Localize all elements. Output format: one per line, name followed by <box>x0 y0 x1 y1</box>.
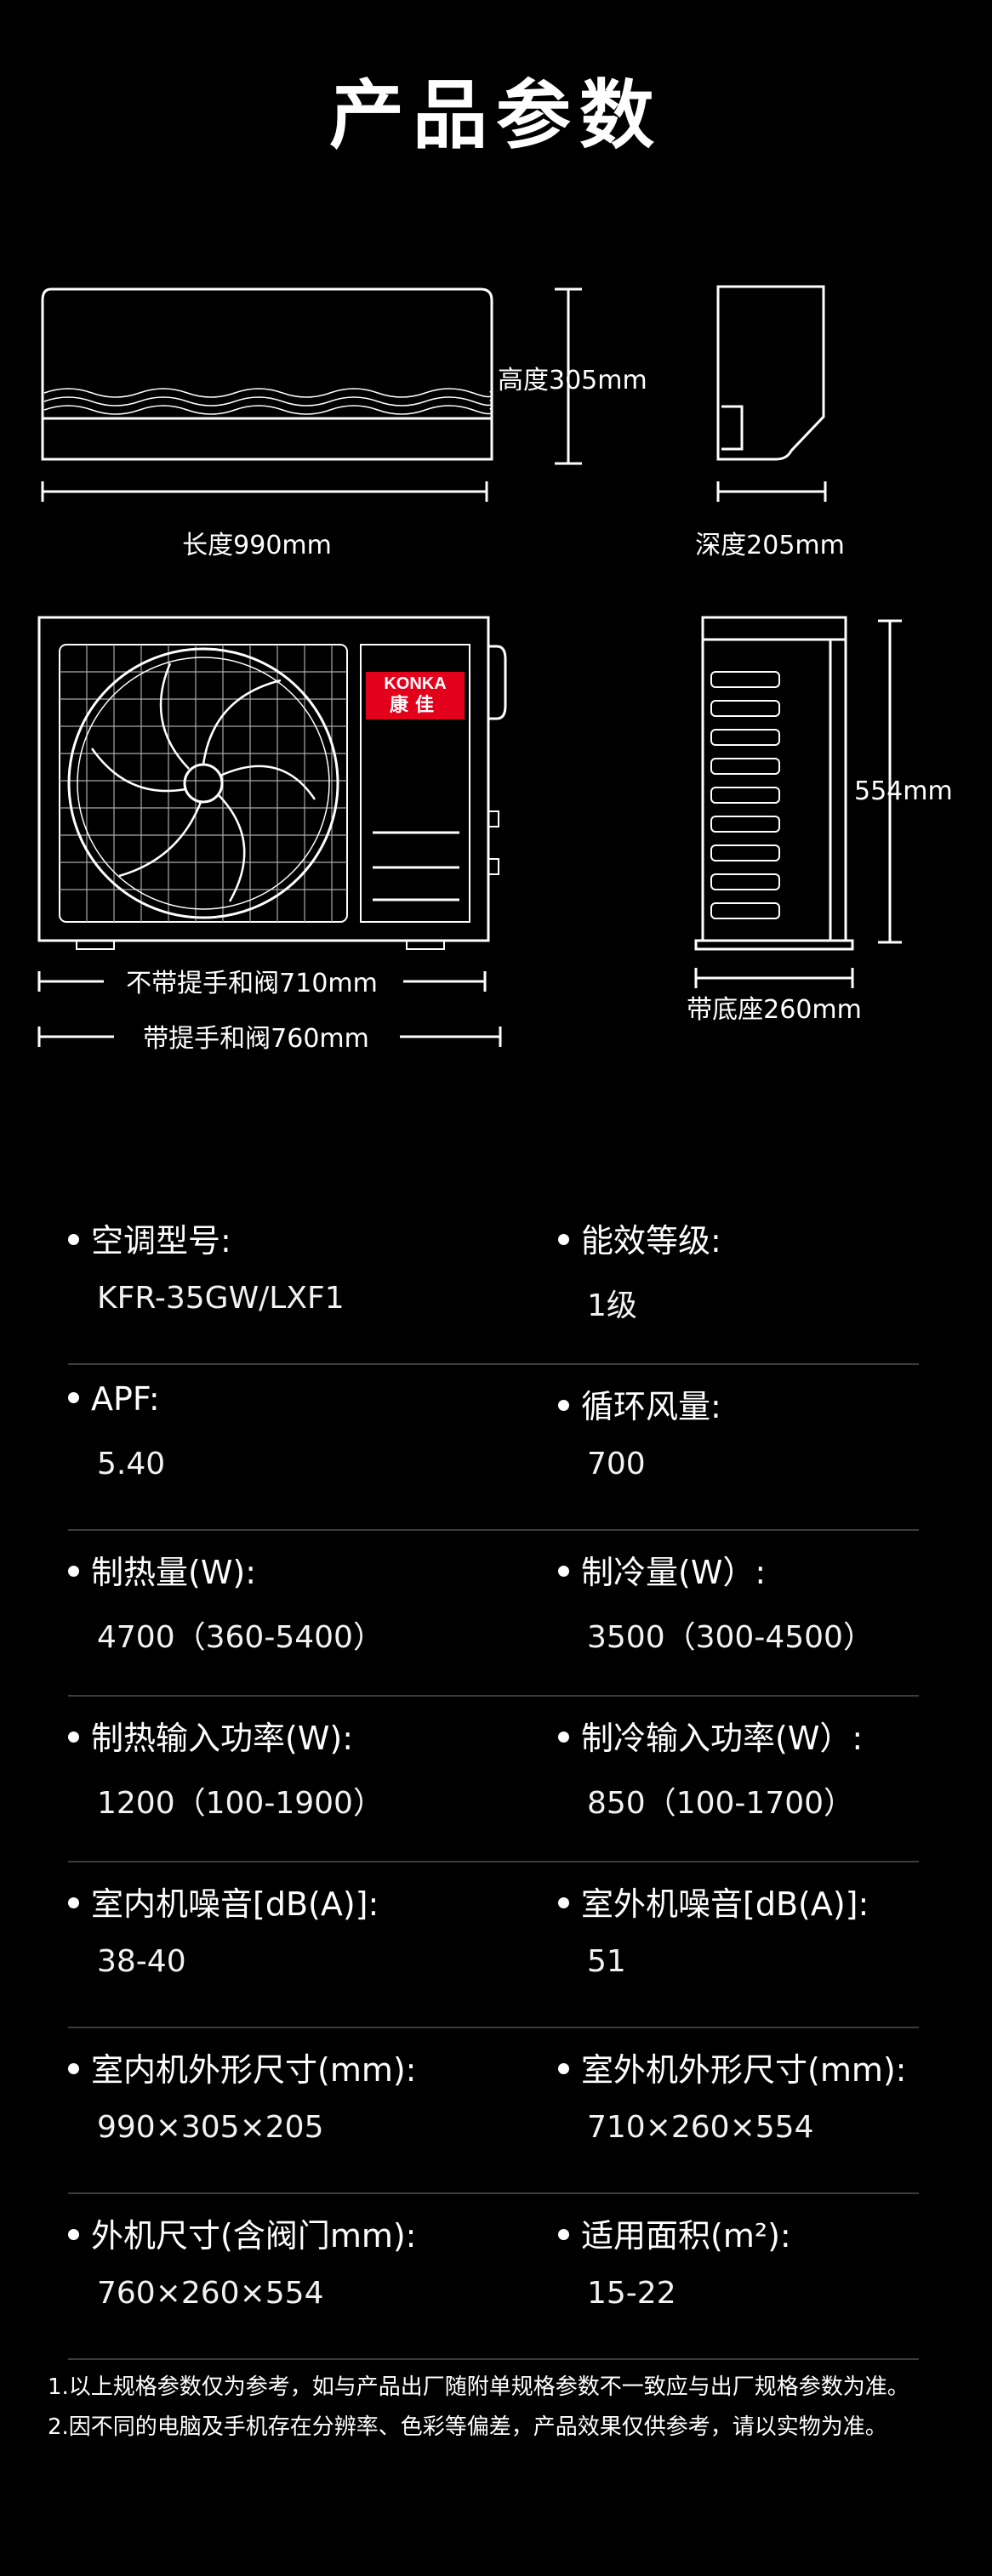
bullet-icon <box>68 2063 79 2074</box>
spec-label-text: 室外机噪音[dB(A)]: <box>581 1885 869 1923</box>
spec-label-text: 制冷输入功率(W）: <box>581 1720 864 1757</box>
bullet-icon <box>558 1400 569 1411</box>
bullet-icon <box>558 1732 569 1743</box>
bullet-icon <box>68 1392 79 1403</box>
spec-value: 15-22 <box>587 2276 676 2311</box>
bullet-icon <box>558 1897 569 1908</box>
spec-label-text: 室内机外形尺寸(mm): <box>91 2051 417 2089</box>
outdoor-unit-side <box>694 616 854 951</box>
spec-value: 710×260×554 <box>587 2110 814 2145</box>
spec-label-text: 适用面积(m²): <box>581 2217 791 2255</box>
spec-row: 室内机外形尺寸(mm): 990×305×205 室外机外形尺寸(mm): 710×2… <box>68 2028 919 2194</box>
bullet-icon <box>68 2229 79 2240</box>
spec-label: 外机尺寸(含阀门mm): <box>68 2209 417 2256</box>
outdoor-base-label: 带底座260mm <box>687 995 862 1025</box>
konka-logo-text: KONKA <box>384 674 447 693</box>
spec-row: 制热输入功率(W): 1200（100-1900） 制冷输入功率(W）: 850（10… <box>68 1697 919 1862</box>
spec-label: 室内机噪音[dB(A)]: <box>68 1878 379 1925</box>
outdoor-unit-front <box>37 616 507 950</box>
spec-table: 空调型号: KFR-35GW/LXF1 能效等级: 1级 APF: 5.40 循环风量: 70… <box>68 1199 919 2360</box>
spec-label: 制热量(W): <box>68 1546 256 1593</box>
konka-logo-cn: 康佳 <box>389 694 441 715</box>
spec-row: 室内机噪音[dB(A)]: 38-40 室外机噪音[dB(A)]: 51 <box>68 1862 919 2028</box>
bullet-icon <box>558 1234 569 1245</box>
spec-label-text: 室外机外形尺寸(mm): <box>581 2051 907 2089</box>
indoor-length-label: 长度990mm <box>182 531 332 560</box>
spec-value: 3500（300-4500） <box>587 1620 874 1655</box>
footnote-2: 2.因不同的电脑及手机存在分辨率、色彩等偏差，产品效果仅供参考，请以实物为准。 <box>48 2414 887 2440</box>
bullet-icon <box>558 1566 569 1577</box>
spec-value: 1级 <box>587 1288 637 1323</box>
outdoor-height-label: 554mm <box>854 776 953 806</box>
outdoor-width-no-handle-dimension <box>37 971 487 992</box>
spec-label: 空调型号: <box>68 1214 231 1261</box>
bullet-icon <box>68 1234 79 1245</box>
spec-value: 5.40 <box>97 1447 166 1481</box>
outdoor-width-with-handle-label: 带提手和阀760mm <box>143 1024 369 1054</box>
spec-label-text: 循环风量: <box>581 1388 721 1425</box>
outdoor-base-dimension <box>694 968 854 988</box>
indoor-length-dimension <box>41 481 488 502</box>
indoor-height-label: 高度305mm <box>498 366 647 395</box>
spec-label: 室外机外形尺寸(mm): <box>558 2044 907 2090</box>
spec-label: 室外机噪音[dB(A)]: <box>558 1878 869 1925</box>
spec-row: APF: 5.40 循环风量: 700 <box>68 1365 919 1531</box>
bullet-icon <box>68 1897 79 1908</box>
spec-label-text: 能效等级: <box>581 1222 721 1260</box>
spec-value: 990×305×205 <box>97 2110 324 2145</box>
spec-value: 700 <box>587 1447 646 1481</box>
spec-label-text: 制热量(W): <box>91 1554 257 1591</box>
spec-label-text: 外机尺寸(含阀门mm): <box>91 2217 417 2255</box>
spec-label-text: APF: <box>91 1380 160 1418</box>
spec-label-text: 空调型号: <box>91 1222 231 1260</box>
dimension-diagrams: 高度305mm 长度990mm 深度205mm <box>37 285 953 1054</box>
footnotes: 1.以上规格参数仅为参考，如与产品出厂随附单规格参数不一致应与出厂规格参数为准。… <box>48 2368 909 2448</box>
spec-label: 制冷量(W）: <box>558 1546 766 1593</box>
spec-value: 1200（100-1900） <box>97 1786 384 1821</box>
konka-badge <box>366 672 465 719</box>
spec-label-text: 室内机噪音[dB(A)]: <box>91 1885 379 1923</box>
spec-row: 外机尺寸(含阀门mm): 760×260×554 适用面积(m²): 15-22 <box>68 2194 919 2360</box>
spec-label: 能效等级: <box>558 1214 721 1261</box>
indoor-height-dimension <box>555 287 582 465</box>
indoor-depth-label: 深度205mm <box>695 531 845 560</box>
outdoor-width-no-handle-label: 不带提手和阀710mm <box>126 969 378 998</box>
konka-logo: KONKA 康佳 <box>366 672 465 719</box>
indoor-unit-front <box>41 287 493 461</box>
footnote-1: 1.以上规格参数仅为参考，如与产品出厂随附单规格参数不一致应与出厂规格参数为准。 <box>48 2374 909 2400</box>
spec-value: 4700（360-5400） <box>97 1620 384 1655</box>
bullet-icon <box>68 1566 79 1577</box>
spec-label: 循环风量: <box>558 1380 721 1427</box>
spec-label: 室内机外形尺寸(mm): <box>68 2044 417 2090</box>
bullet-icon <box>558 2063 569 2074</box>
spec-value: KFR-35GW/LXF1 <box>97 1281 345 1316</box>
spec-label: APF: <box>68 1380 160 1418</box>
spec-label: 制热输入功率(W): <box>68 1712 353 1759</box>
spec-row: 制热量(W): 4700（360-5400） 制冷量(W）: 3500（300-450… <box>68 1531 919 1697</box>
outdoor-width-with-handle-dimension <box>37 1026 502 1047</box>
spec-value: 760×260×554 <box>97 2276 324 2311</box>
indoor-unit-side <box>716 285 825 461</box>
spec-row: 空调型号: KFR-35GW/LXF1 能效等级: 1级 <box>68 1199 919 1365</box>
page-title: 产品参数 <box>328 71 663 159</box>
spec-value: 850（100-1700） <box>587 1786 855 1821</box>
indoor-depth-dimension <box>716 481 827 502</box>
spec-value: 51 <box>587 1944 626 1979</box>
spec-label: 制冷输入功率(W）: <box>558 1712 863 1759</box>
outdoor-height-dimension <box>878 619 902 944</box>
spec-value: 38-40 <box>97 1944 186 1979</box>
spec-label-text: 制冷量(W）: <box>581 1554 767 1591</box>
spec-label: 适用面积(m²): <box>558 2209 791 2256</box>
bullet-icon <box>68 1732 79 1743</box>
bullet-icon <box>558 2229 569 2240</box>
spec-label-text: 制热输入功率(W): <box>91 1720 354 1757</box>
